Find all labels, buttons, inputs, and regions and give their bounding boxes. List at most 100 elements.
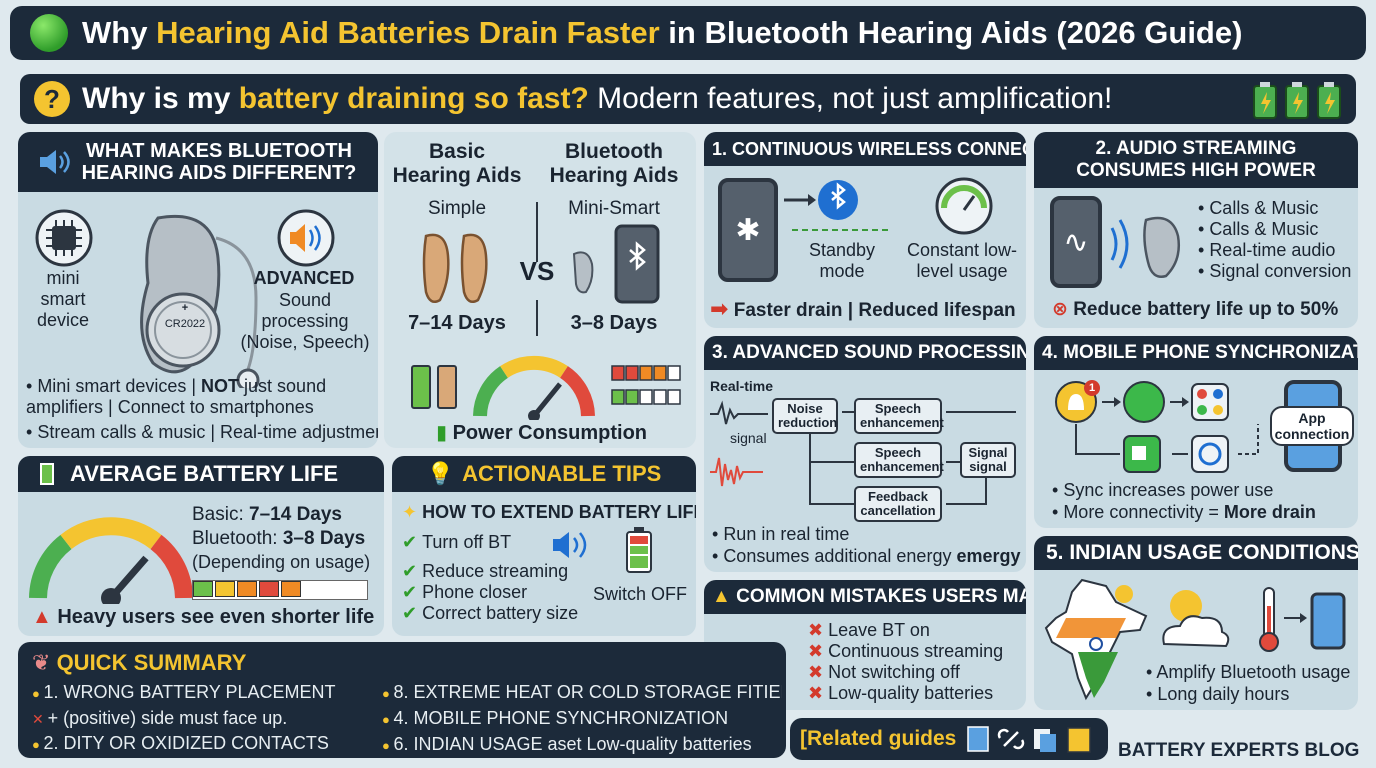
warning-icon-2: ▲ [712, 586, 731, 607]
battery-pair-icon [411, 365, 457, 409]
standby-label: Standby mode [808, 240, 876, 281]
indian-heading: 5. INDIAN USAGE CONDITIONS [1034, 536, 1358, 570]
chip-icon [35, 209, 93, 267]
phone-bt-icon: ✱ [718, 178, 778, 282]
question-icon: ? [34, 81, 70, 117]
streaming-waves-icon [1110, 216, 1180, 278]
panel-audio-streaming: 2. AUDIO STREAMING CONSUMES HIGH POWER ∿… [1034, 132, 1358, 328]
hearing-aid-icon [140, 214, 260, 388]
warning-icon: ▲ [32, 606, 52, 628]
depending-label: (Depending on usage) [192, 552, 371, 572]
node-speech-enhancement-2: Speech enhancement [854, 442, 944, 478]
related-icons [967, 726, 1092, 753]
continuous-result: ➡ Faster drain | Reduced lifespan [710, 296, 1016, 321]
basic-life: Basic: 7–14 Days [192, 504, 342, 525]
signal-label: signal [730, 430, 767, 446]
panel-indian-usage: 5. INDIAN USAGE CONDITIONS Amplify Bluet… [1034, 536, 1358, 710]
node-feedback-cancellation: Feedback cancellation [854, 486, 942, 522]
constant-label: Constant low-level usage [906, 240, 1018, 281]
panel-what-makes-different: WHAT MAKES BLUETOOTH HEARING AIDS DIFFER… [18, 132, 378, 448]
related-guides-link[interactable]: [Related guides [790, 718, 1108, 760]
coin-plus: + [181, 302, 189, 314]
panel-phone-sync: 4. MOBILE PHONE SYNCHRONIZATION 1 App co… [1034, 336, 1358, 528]
tips-subheading: ✦ HOW TO EXTEND BATTERY LIFE [402, 502, 696, 522]
status-dot-icon [30, 14, 68, 52]
divider [536, 202, 538, 262]
panel-continuous-connection: 1. CONTINUOUS WIRELESS CONNECTION ✱ Stan… [704, 132, 1026, 328]
mistakes-list: Leave BT on Continuous streaming Not swi… [808, 620, 1024, 704]
what-makes-line2: Stream calls & music | Real-time adjustm… [26, 422, 378, 443]
tips-heading: 💡ACTIONABLE TIPS [392, 456, 696, 492]
phone-waveform-icon: ∿ [1050, 196, 1102, 288]
lightbulb-icon: 💡 [426, 461, 455, 486]
subtitle-bar: ? Why is my battery draining so fast? Mo… [20, 74, 1356, 124]
continuous-heading: 1. CONTINUOUS WIRELESS CONNECTION [704, 132, 1026, 166]
batteries-icon [1253, 82, 1341, 119]
panel-compare: Basic Hearing Aids Simple 7–14 Days VS B… [384, 132, 696, 448]
heavy-users-warning: ▲ Heavy users see even shorter life [32, 606, 375, 628]
streaming-heading: 2. AUDIO STREAMING CONSUMES HIGH POWER [1034, 132, 1358, 188]
weather-icons [1115, 585, 1230, 648]
thermometer-phone-icon [1259, 587, 1346, 652]
subtitle-pre: Why is my [82, 82, 231, 115]
bt-title: Bluetooth Hearing Aids [549, 140, 679, 187]
bt-device-icon [572, 224, 660, 304]
advanced-speaker-icon [277, 209, 335, 267]
switch-off-label: Switch OFF [592, 584, 687, 604]
subtitle-highlight: battery draining so fast? [238, 82, 589, 115]
bt-sub: Mini-Smart [568, 198, 660, 219]
tips-list: Turn off BT Reduce streaming Phone close… [402, 532, 602, 624]
streaming-result: ⊗ Reduce battery life up to 50% [1052, 299, 1339, 320]
related-guides-label[interactable]: [Related guides [800, 727, 957, 750]
footer-blog: BATTERY EXPERTS BLOG [1118, 740, 1360, 761]
title-highlight: Hearing Aid Batteries Drain Faster [156, 15, 660, 50]
battery-life-gauge-icon [29, 517, 193, 604]
basic-title: Basic Hearing Aids [392, 140, 522, 187]
node-signal: Signal signal [960, 442, 1016, 478]
title-pre: Why [82, 15, 157, 50]
mistakes-heading: ▲ COMMON MISTAKES USERS MAKE [704, 580, 1026, 614]
summary-left-list: 1. WRONG BATTERY PLACEMENT + (positive) … [32, 680, 382, 757]
panel-actionable-tips: 💡ACTIONABLE TIPS ✦ HOW TO EXTEND BATTERY… [392, 456, 696, 636]
node-speech-enhancement-1: Speech enhancement [854, 398, 944, 434]
processing-flow-diagram [710, 400, 1016, 505]
sync-heading: 4. MOBILE PHONE SYNCHRONIZATION [1034, 336, 1358, 370]
advanced-title: ADVANCED [253, 268, 355, 288]
title-bar: Why Hearing Aid Batteries Drain Faster i… [10, 6, 1366, 60]
panel-quick-summary: ❦ QUICK SUMMARY 1. WRONG BATTERY PLACEME… [18, 642, 786, 758]
battery-icon [40, 463, 54, 485]
sync-bullet-1: Sync increases power use [1052, 480, 1352, 501]
processing-heading: 3. ADVANCED SOUND PROCESSING [704, 336, 1026, 370]
tips-speaker-icon [553, 532, 587, 558]
chip-label: mini smart device [36, 268, 90, 330]
brain-icon: ❦ [32, 650, 51, 675]
subtitle-post: Modern features, not just amplification! [588, 82, 1113, 115]
basic-days: 7–14 Days [408, 312, 506, 334]
processing-bullet-1: Run in real time [712, 524, 1022, 545]
what-makes-heading: WHAT MAKES BLUETOOTH HEARING AIDS DIFFER… [18, 132, 378, 192]
notification-badge: 1 [1084, 380, 1100, 396]
advanced-desc: Sound processing (Noise, Speech) [240, 290, 370, 352]
streaming-list: Calls & Music Calls & Music Real-time au… [1198, 198, 1358, 282]
summary-right-list: 8. EXTREME HEAT OR COLD STORAGE FITIEN 4… [382, 680, 782, 758]
indian-bullet-1: Amplify Bluetooth usage [1146, 662, 1358, 683]
realtime-label: Real-time [710, 378, 774, 394]
basic-sub: Simple [427, 198, 487, 219]
india-map-icon [1044, 578, 1148, 701]
power-label: ▮ Power Consumption [436, 422, 648, 444]
coin-label: CR2022 [164, 318, 206, 330]
sync-flow-diagram [1055, 381, 1259, 473]
bluetooth-icon [784, 180, 892, 231]
switch-off-battery-icon [626, 527, 652, 573]
battery-level-bar [192, 580, 368, 600]
summary-heading: ❦ QUICK SUMMARY [32, 650, 247, 675]
processing-bullet-2: Consumes additional energy emergy [712, 546, 1026, 567]
constant-gauge-icon [935, 177, 993, 235]
bt-life: Bluetooth: 3–8 Days [192, 528, 366, 549]
what-makes-line1: Mini smart devices | NOT just sound ampl… [26, 376, 376, 418]
panel-sound-processing: 3. ADVANCED SOUND PROCESSING Real-time s… [704, 336, 1026, 572]
page-title: Why Hearing Aid Batteries Drain Faster i… [82, 15, 1242, 51]
app-connection-label: App connection [1270, 406, 1354, 446]
power-gauge-icon [473, 355, 595, 420]
bt-days: 3–8 Days [570, 312, 658, 334]
